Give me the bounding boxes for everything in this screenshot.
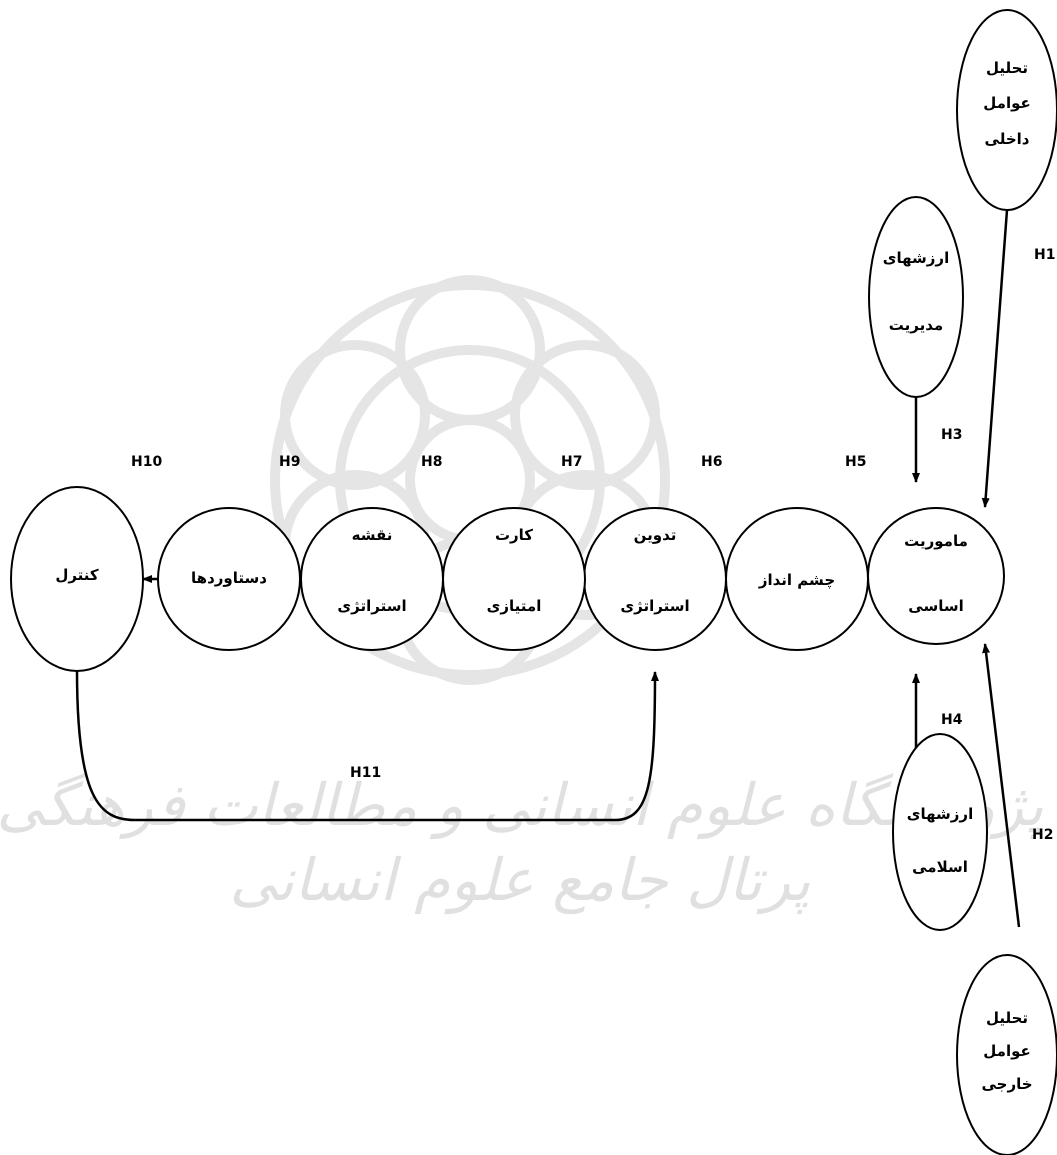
label-external-analysis-1: تحلیل: [986, 1009, 1028, 1027]
node-islamic-values: [892, 733, 988, 931]
arrow-h1: [981, 209, 1009, 508]
label-management-values-2: مدیریت: [889, 316, 943, 334]
hypothesis-h10: H10: [131, 454, 162, 470]
hypothesis-h1: H1: [1034, 247, 1055, 263]
hypothesis-h2: H2: [1032, 827, 1053, 843]
label-scorecard-1: کارت: [495, 526, 533, 544]
label-strategy-map-2: استراتژی: [337, 597, 406, 615]
label-internal-analysis-3: داخلی: [985, 130, 1030, 148]
hypothesis-h11: H11: [350, 765, 381, 781]
label-core-mission-2: اساسی: [908, 597, 963, 615]
watermark: پژوهشگاه علوم انسانی و مطالعات فرهنگی پر…: [0, 275, 1044, 915]
label-strategy-formulation-1: تدوین: [634, 526, 677, 544]
label-external-analysis-3: خارجی: [981, 1075, 1032, 1093]
hypothesis-h4: H4: [941, 712, 963, 728]
hypothesis-h7: H7: [561, 454, 582, 470]
watermark-line-2: پرتال جامع علوم انسانی: [230, 846, 811, 915]
hypothesis-h8: H8: [421, 454, 442, 470]
label-islamic-values-1: ارزشهای: [907, 805, 973, 823]
label-management-values-1: ارزشهای: [883, 249, 949, 267]
label-strategy-map-1: نقشه: [352, 526, 393, 544]
nodes: [10, 9, 1057, 1155]
node-control: [10, 486, 144, 672]
node-management-values: [868, 196, 964, 398]
node-labels: تحلیل عوامل داخلی ارزشهای مدیریت ماموریت…: [55, 59, 1032, 1093]
node-external-analysis: [956, 954, 1057, 1155]
watermark-line-1: پژوهشگاه علوم انسانی و مطالعات فرهنگی: [0, 771, 1044, 840]
label-scorecard-2: امتیازی: [487, 597, 542, 615]
node-internal-analysis: [956, 9, 1057, 211]
label-achievements: دستاوردها: [191, 569, 267, 587]
arrow-h2: [982, 643, 1021, 928]
label-internal-analysis-1: تحلیل: [986, 59, 1028, 77]
hypothesis-h9: H9: [279, 454, 300, 470]
label-core-mission-1: ماموریت: [904, 532, 968, 550]
label-control: کنترل: [55, 566, 99, 584]
label-strategy-formulation-2: استراتژی: [620, 597, 689, 615]
node-core-mission: [867, 507, 1005, 645]
label-vision: چشم انداز: [758, 571, 835, 590]
hypothesis-h3: H3: [941, 427, 962, 443]
hypothesis-h6: H6: [701, 454, 722, 470]
hypothesis-labels: H1 H2 H3 H4 H5 H6 H7 H8 H9 H10 H11: [131, 247, 1055, 843]
arrow-h11: [75, 670, 659, 822]
hypothesis-h5: H5: [845, 454, 866, 470]
label-islamic-values-2: اسلامی: [912, 858, 968, 876]
node-achievements: [157, 507, 301, 651]
label-external-analysis-2: عوامل: [983, 1042, 1030, 1060]
label-internal-analysis-2: عوامل: [983, 94, 1030, 112]
